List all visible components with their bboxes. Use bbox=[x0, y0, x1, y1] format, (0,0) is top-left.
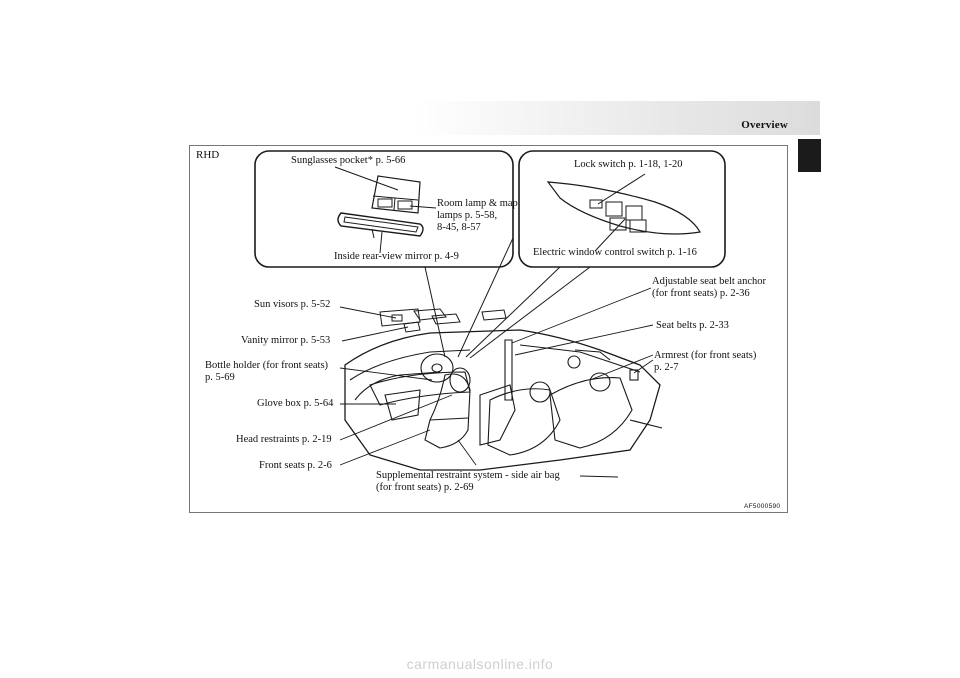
callout-seat-belts: Seat belts p. 2-33 bbox=[656, 320, 729, 331]
sun-visor-drawing bbox=[379, 308, 507, 333]
figure-code: AF5000590 bbox=[744, 503, 781, 510]
callout-lock-switch: Lock switch p. 1-18, 1-20 bbox=[574, 159, 683, 170]
callout-bottle-holder-2: p. 5-69 bbox=[205, 372, 235, 383]
callout-rearview-mirror: Inside rear-view mirror p. 4-9 bbox=[334, 251, 459, 262]
rearview-mirror-drawing bbox=[337, 212, 424, 239]
callout-room-lamp-3: 8-45, 8-57 bbox=[437, 222, 481, 233]
section-tab bbox=[798, 139, 821, 172]
car-body-drawing bbox=[344, 329, 663, 471]
page-title: Overview bbox=[741, 119, 788, 131]
callout-seat-belt-anchor-2: (for front seats) p. 2-36 bbox=[652, 288, 750, 299]
watermark: carmanualsonline.info bbox=[406, 656, 554, 672]
callout-sun-visors: Sun visors p. 5-52 bbox=[254, 299, 331, 310]
callout-window-switch: Electric window control switch p. 1-16 bbox=[533, 247, 697, 258]
callout-sunglasses-pocket: Sunglasses pocket* p. 5-66 bbox=[291, 155, 406, 166]
callout-glove-box: Glove box p. 5-64 bbox=[257, 398, 334, 409]
region-tag: RHD bbox=[196, 149, 220, 161]
callout-room-lamp-1: Room lamp & map bbox=[437, 198, 518, 209]
callout-front-seats: Front seats p. 2-6 bbox=[259, 460, 332, 471]
callout-vanity-mirror: Vanity mirror p. 5-53 bbox=[241, 335, 331, 346]
header-bar bbox=[410, 101, 820, 135]
window-switch-drawing bbox=[546, 181, 701, 235]
leader-lines bbox=[339, 287, 654, 478]
inset-panel-right bbox=[518, 150, 726, 268]
room-lamp-drawing bbox=[371, 175, 421, 214]
callout-side-airbag-1: Supplemental restraint system - side air… bbox=[376, 470, 560, 481]
callout-armrest-1: Armrest (for front seats) bbox=[654, 350, 757, 361]
callout-room-lamp-2: lamps p. 5-58, bbox=[437, 210, 498, 221]
inset-panel-left bbox=[254, 150, 514, 268]
figure-frame bbox=[189, 145, 788, 513]
callout-side-airbag-2: (for front seats) p. 2-69 bbox=[376, 482, 474, 493]
callout-armrest-2: p. 2-7 bbox=[654, 362, 679, 373]
callout-head-restraints: Head restraints p. 2-19 bbox=[236, 434, 332, 445]
callout-bottle-holder-1: Bottle holder (for front seats) bbox=[205, 360, 329, 371]
callout-seat-belt-anchor-1: Adjustable seat belt anchor bbox=[652, 276, 767, 287]
